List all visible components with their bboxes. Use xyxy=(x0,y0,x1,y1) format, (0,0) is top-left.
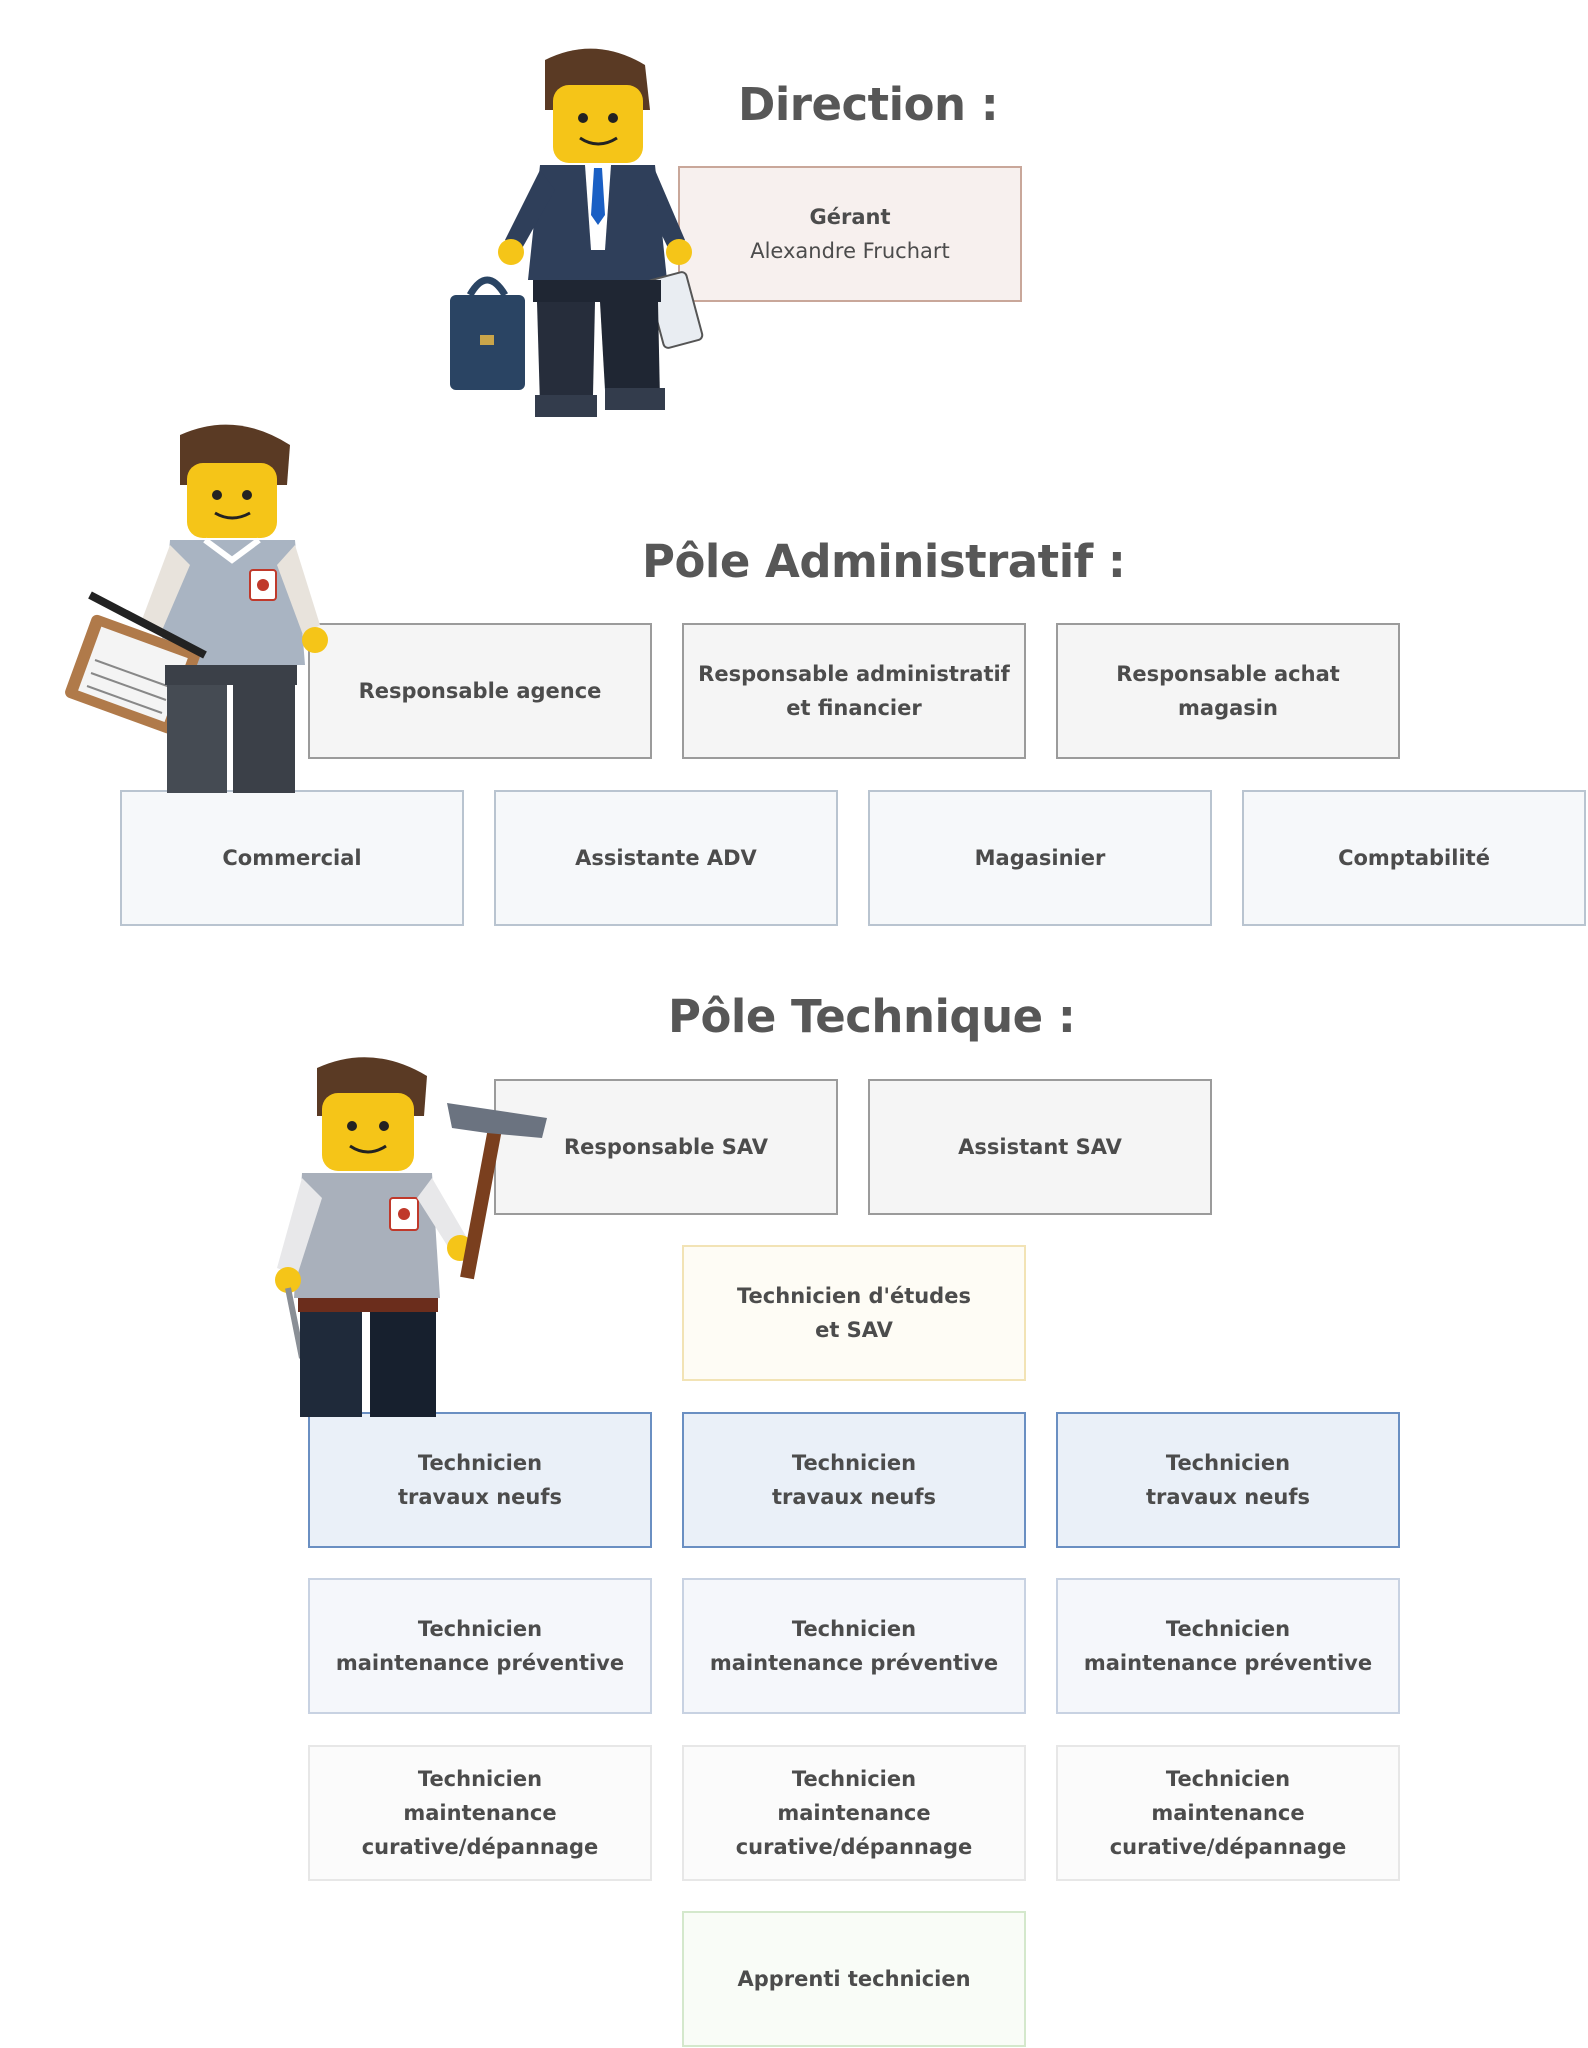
org-box-assistante-adv[interactable]: Assistante ADV xyxy=(494,790,838,926)
org-box-responsable-administratif[interactable]: Responsable administratif et financier xyxy=(682,623,1026,759)
technician-figure-icon xyxy=(275,1057,547,1417)
box-line: et SAV xyxy=(815,1318,893,1342)
box-line: curative/dépannage xyxy=(361,1835,599,1859)
org-box-travaux-neufs-2[interactable]: Technicien travaux neufs xyxy=(682,1412,1026,1548)
org-box-apprenti[interactable]: Apprenti technicien xyxy=(682,1911,1026,2047)
box-line: magasin xyxy=(1178,696,1278,720)
box-line: Magasinier xyxy=(974,846,1106,870)
box-line: travaux neufs xyxy=(397,1485,562,1509)
admin-figure-icon xyxy=(65,424,328,793)
box-line: travaux neufs xyxy=(1145,1485,1310,1509)
box-line: maintenance xyxy=(777,1801,931,1825)
box-line: Responsable achat xyxy=(1116,662,1340,686)
org-box-maintenance-curative-3[interactable]: Technicien maintenance curative/dépannag… xyxy=(1056,1745,1400,1881)
org-box-comptabilite[interactable]: Comptabilité xyxy=(1242,790,1586,926)
org-box-maintenance-preventive-2[interactable]: Technicien maintenance préventive xyxy=(682,1578,1026,1714)
org-box-maintenance-curative-2[interactable]: Technicien maintenance curative/dépannag… xyxy=(682,1745,1026,1881)
box-line: Commercial xyxy=(222,846,362,870)
box-line: curative/dépannage xyxy=(735,1835,973,1859)
box-line: maintenance préventive xyxy=(709,1651,999,1675)
box-line: Responsable administratif xyxy=(698,662,1010,686)
box-line: Technicien d'études xyxy=(737,1284,971,1308)
box-line: maintenance xyxy=(1151,1801,1305,1825)
box-line: Technicien xyxy=(417,1767,543,1791)
box-line: travaux neufs xyxy=(771,1485,936,1509)
box-line: Assistant SAV xyxy=(958,1135,1122,1159)
org-box-commercial[interactable]: Commercial xyxy=(120,790,464,926)
gerant-role: Gérant xyxy=(809,205,891,229)
box-line: Technicien xyxy=(1165,1617,1291,1641)
box-line: Technicien xyxy=(1165,1451,1291,1475)
org-box-responsable-achat[interactable]: Responsable achat magasin xyxy=(1056,623,1400,759)
box-line: Technicien xyxy=(417,1451,543,1475)
box-line: Responsable SAV xyxy=(564,1135,768,1159)
box-line: Apprenti technicien xyxy=(737,1967,971,1991)
org-box-maintenance-curative-1[interactable]: Technicien maintenance curative/dépannag… xyxy=(308,1745,652,1881)
org-box-travaux-neufs-1[interactable]: Technicien travaux neufs xyxy=(308,1412,652,1548)
box-line: Technicien xyxy=(417,1617,543,1641)
org-box-travaux-neufs-3[interactable]: Technicien travaux neufs xyxy=(1056,1412,1400,1548)
technique-title: Pôle Technique : xyxy=(668,990,1076,1043)
box-line: maintenance xyxy=(403,1801,557,1825)
box-line: Comptabilité xyxy=(1338,846,1490,870)
box-line: Assistante ADV xyxy=(575,846,757,870)
org-box-maintenance-preventive-3[interactable]: Technicien maintenance préventive xyxy=(1056,1578,1400,1714)
manager-figure-icon xyxy=(450,48,704,417)
box-line: maintenance préventive xyxy=(1083,1651,1373,1675)
box-line: et financier xyxy=(786,696,922,720)
admin-title: Pôle Administratif : xyxy=(642,535,1126,588)
box-line: Technicien xyxy=(1165,1767,1291,1791)
org-box-technicien-etudes[interactable]: Technicien d'études et SAV xyxy=(682,1245,1026,1381)
org-box-gerant[interactable]: Gérant Alexandre Fruchart xyxy=(678,166,1022,302)
box-line: Technicien xyxy=(791,1767,917,1791)
direction-title: Direction : xyxy=(738,78,999,131)
org-box-maintenance-preventive-1[interactable]: Technicien maintenance préventive xyxy=(308,1578,652,1714)
box-line: Technicien xyxy=(791,1617,917,1641)
org-box-assistant-sav[interactable]: Assistant SAV xyxy=(868,1079,1212,1215)
org-box-magasinier[interactable]: Magasinier xyxy=(868,790,1212,926)
gerant-name: Alexandre Fruchart xyxy=(750,239,950,263)
org-box-responsable-sav[interactable]: Responsable SAV xyxy=(494,1079,838,1215)
box-line: Responsable agence xyxy=(358,679,602,703)
box-line: curative/dépannage xyxy=(1109,1835,1347,1859)
box-line: maintenance préventive xyxy=(335,1651,625,1675)
box-line: Technicien xyxy=(791,1451,917,1475)
org-box-responsable-agence[interactable]: Responsable agence xyxy=(308,623,652,759)
